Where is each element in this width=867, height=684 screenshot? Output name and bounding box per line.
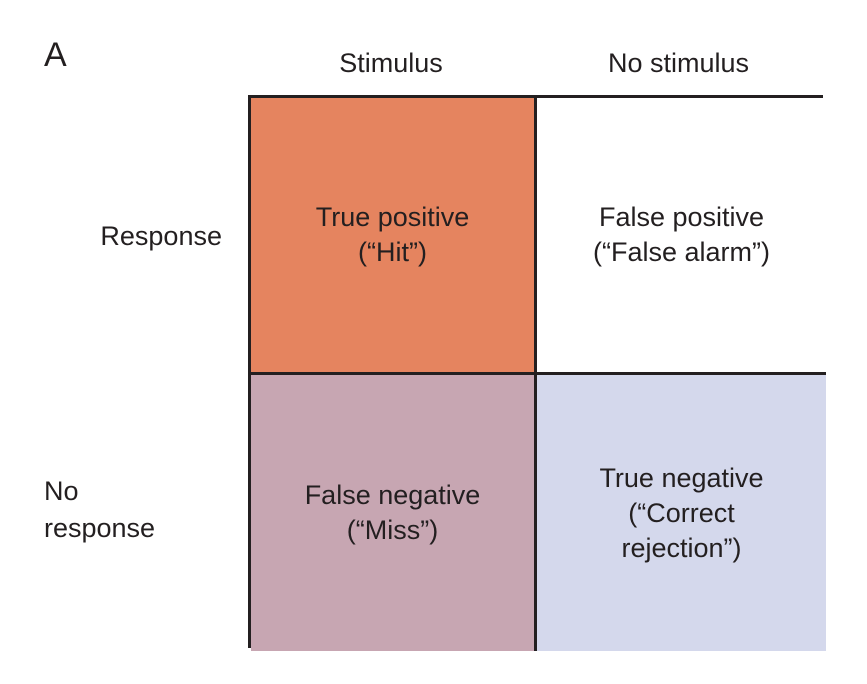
matrix-cell-true-positive: True positive (“Hit”) xyxy=(251,98,537,375)
matrix-cell-true-negative: True negative (“Correct rejection”) xyxy=(537,375,826,651)
column-header-stimulus: Stimulus xyxy=(339,48,443,78)
panel-label-a: A xyxy=(44,36,67,74)
matrix-cell-false-negative: False negative (“Miss”) xyxy=(251,375,537,651)
column-header-no-stimulus: No stimulus xyxy=(607,48,750,78)
matrix-cell-true-positive-label: True positive (“Hit”) xyxy=(315,202,470,267)
matrix-cell-true-negative-label: True negative (“Correct rejection”) xyxy=(599,462,764,563)
row-label-no-response: No response xyxy=(44,476,156,543)
matrix-cell-false-positive-label: False positive (“False alarm”) xyxy=(592,202,770,267)
matrix-cell-false-negative-label: False negative (“Miss”) xyxy=(304,480,481,545)
row-label-response: Response xyxy=(100,221,222,251)
confusion-matrix: True positive (“Hit”) False positive (“F… xyxy=(248,95,826,651)
matrix-cell-false-positive: False positive (“False alarm”) xyxy=(537,98,826,375)
